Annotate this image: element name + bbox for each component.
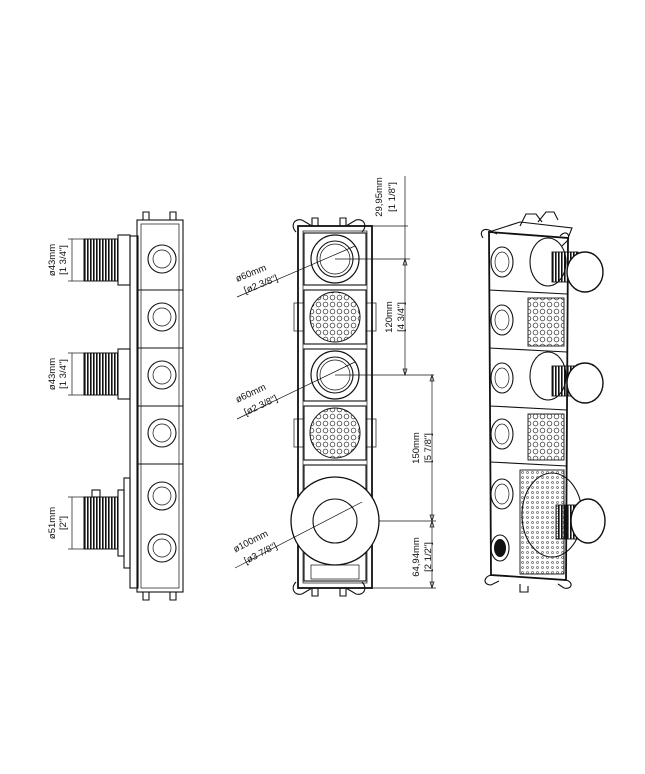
dim-spacing-1: 120mm [4 3/4"] xyxy=(335,257,434,377)
iso-side-ports xyxy=(490,246,514,562)
side-view: ø43mm [1 3/4"] ø43mm [1 3/4"] ø51mm [2"] xyxy=(47,211,184,601)
side-ports xyxy=(147,244,177,563)
dim-bottom-offset-imperial: [2 1/2"] xyxy=(423,542,434,572)
dim-top-offset-imperial: [1 1/8"] xyxy=(387,182,398,212)
side-handle-1-imperial: [1 3/4"] xyxy=(58,245,69,275)
front-view: 29,95mm [1 1/8"] 120mm [4 3/4"] 150mm [5… xyxy=(232,176,436,597)
side-handle-2-metric: ø43mm xyxy=(47,358,58,390)
iso-handle-1 xyxy=(529,237,604,293)
dim-spacing-2: 150mm [5 7/8"] xyxy=(379,373,436,523)
dim-spacing-1-imperial: [4 3/4"] xyxy=(396,302,407,332)
front-outlet-circle-3 xyxy=(290,476,380,566)
dim-bottom-offset-metric: 64,94mm xyxy=(411,537,422,577)
dim-bottom-offset: 64,94mm [2 1/2"] xyxy=(372,519,436,590)
side-handle-3 xyxy=(68,477,131,569)
dim-top-offset-metric: 29,95mm xyxy=(374,177,385,217)
iso-handle-3 xyxy=(521,472,606,558)
dim-spacing-2-metric: 150mm xyxy=(411,432,422,464)
isometric-view xyxy=(480,211,606,593)
side-handle-3-imperial: [2"] xyxy=(58,516,69,530)
dim-spacing-2-imperial: [5 7/8"] xyxy=(423,433,434,463)
mounting-plate xyxy=(129,235,139,589)
side-handle-1-metric: ø43mm xyxy=(47,244,58,276)
dim-spacing-1-metric: 120mm xyxy=(384,301,395,333)
iso-handle-2 xyxy=(529,351,604,404)
side-handle-2-imperial: [1 3/4"] xyxy=(58,359,69,389)
side-handle-2 xyxy=(68,348,131,400)
side-handle-1 xyxy=(68,234,131,286)
dim-top-offset: 29,95mm [1 1/8"] xyxy=(335,176,410,260)
side-handle-3-metric: ø51mm xyxy=(47,507,58,539)
